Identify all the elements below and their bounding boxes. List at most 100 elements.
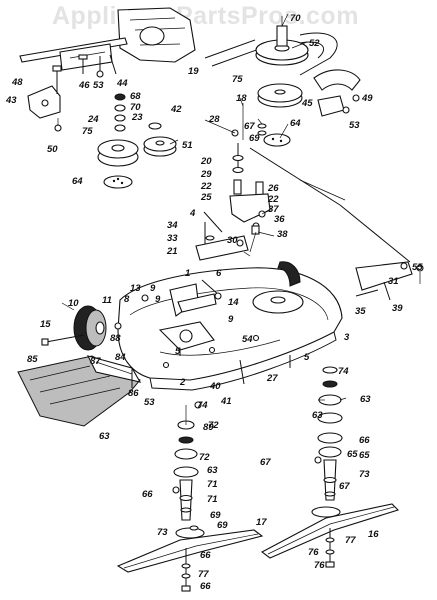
part-label: 53	[349, 120, 360, 131]
part-label: 9	[155, 294, 161, 305]
part-label: 50	[47, 144, 58, 155]
part-label: 65	[359, 450, 370, 461]
part-label: 69	[210, 510, 221, 521]
spindle-bolt-right	[325, 528, 335, 568]
part-label: 52	[309, 38, 320, 49]
part-label: 13	[130, 283, 141, 294]
part-label: 19	[188, 66, 199, 77]
part-label: 63	[312, 410, 323, 421]
part-label: 85	[27, 354, 38, 365]
part-label: 5	[175, 346, 181, 357]
lift-bracket-31	[355, 261, 424, 301]
part-label: 76	[308, 547, 319, 558]
part-label: 66	[142, 489, 153, 500]
part-label: 70	[290, 13, 301, 24]
part-label: 18	[236, 93, 247, 104]
part-label: 8	[124, 294, 130, 305]
part-label: 36	[274, 214, 285, 225]
part-label: 31	[388, 276, 399, 287]
part-label: 51	[182, 140, 193, 151]
part-label: 71	[207, 479, 218, 490]
part-label: 9	[150, 283, 156, 294]
part-label: 3	[344, 332, 350, 343]
part-label: 71	[207, 494, 218, 505]
part-label: 63	[360, 394, 371, 405]
part-label: 14	[228, 297, 239, 308]
part-label: 65	[347, 449, 358, 460]
part-label: 66	[200, 550, 211, 561]
part-label: 30	[227, 235, 238, 246]
part-label: 2	[179, 377, 186, 388]
part-label: 66	[359, 435, 370, 446]
deck-bolts	[131, 348, 291, 409]
blade-17	[116, 529, 264, 573]
spindle-left	[172, 405, 205, 539]
mower-deck	[117, 261, 343, 391]
watermark-text: AppliancePartsPros.com	[52, 2, 359, 30]
part-label: 45	[301, 98, 313, 109]
bolts-44-46	[78, 54, 117, 78]
part-label: 23	[131, 112, 143, 123]
pulley-75-left	[97, 139, 139, 167]
part-label: 29	[200, 169, 212, 180]
part-label: 75	[82, 126, 93, 137]
part-label: 41	[220, 396, 232, 407]
part-label: 88	[110, 333, 121, 344]
part-label: 54	[242, 334, 253, 345]
part-label: 22	[200, 181, 212, 192]
part-label: 28	[208, 114, 220, 125]
part-label: 37	[268, 204, 279, 215]
part-label: 6	[216, 268, 222, 279]
spindle-bolt-left	[181, 548, 191, 592]
part-label: 39	[392, 303, 403, 314]
part-label: 24	[87, 114, 99, 125]
part-label: 38	[277, 229, 288, 240]
part-label: 48	[11, 77, 23, 88]
part-label: 21	[166, 246, 178, 257]
part-label: 46	[78, 80, 90, 91]
part-label: 72	[208, 420, 219, 431]
part-label: 25	[200, 192, 212, 203]
part-label: 87	[90, 356, 101, 367]
part-label: 1	[185, 268, 190, 279]
part-label: 20	[200, 156, 212, 167]
part-label: 15	[40, 319, 51, 330]
part-label: 76	[314, 560, 325, 571]
hub-64-left	[103, 175, 133, 189]
part-label: 69	[217, 520, 228, 531]
part-label: 75	[232, 74, 243, 85]
part-label: 26	[267, 183, 279, 194]
part-label: 27	[266, 373, 278, 384]
linkage-assembly	[229, 129, 411, 263]
part-label: 84	[115, 352, 126, 363]
part-label: 17	[256, 517, 267, 528]
wheel-10	[41, 305, 122, 351]
idler-bracket-45	[313, 69, 361, 117]
part-label: 73	[157, 527, 168, 538]
part-label: 77	[198, 569, 209, 580]
part-label: 77	[345, 535, 356, 546]
part-label: 70	[130, 102, 141, 113]
part-label: 67	[244, 121, 255, 132]
part-labels: 70 52 19 48 53 44 43 46 75 45 49 68 70 4…	[5, 13, 423, 592]
part-label: 55	[412, 262, 423, 273]
part-label: 33	[167, 233, 178, 244]
hub-64-right	[242, 103, 291, 147]
part-label: 11	[102, 295, 112, 306]
leader-lines	[61, 13, 347, 401]
part-label: 74	[338, 366, 349, 377]
part-label: 63	[99, 431, 110, 442]
spindle-right	[311, 366, 343, 518]
part-label: 43	[5, 95, 17, 106]
part-label: 40	[209, 381, 221, 392]
part-label: 72	[199, 452, 210, 463]
part-label: 67	[260, 457, 271, 468]
hardware-stack-68-70-23	[114, 93, 162, 132]
part-label: 49	[361, 93, 373, 104]
pulley-75-upper	[257, 83, 303, 108]
part-label: 64	[290, 118, 301, 129]
part-label: 9	[228, 314, 234, 325]
part-label: 22	[267, 194, 279, 205]
part-label: 68	[130, 91, 141, 102]
